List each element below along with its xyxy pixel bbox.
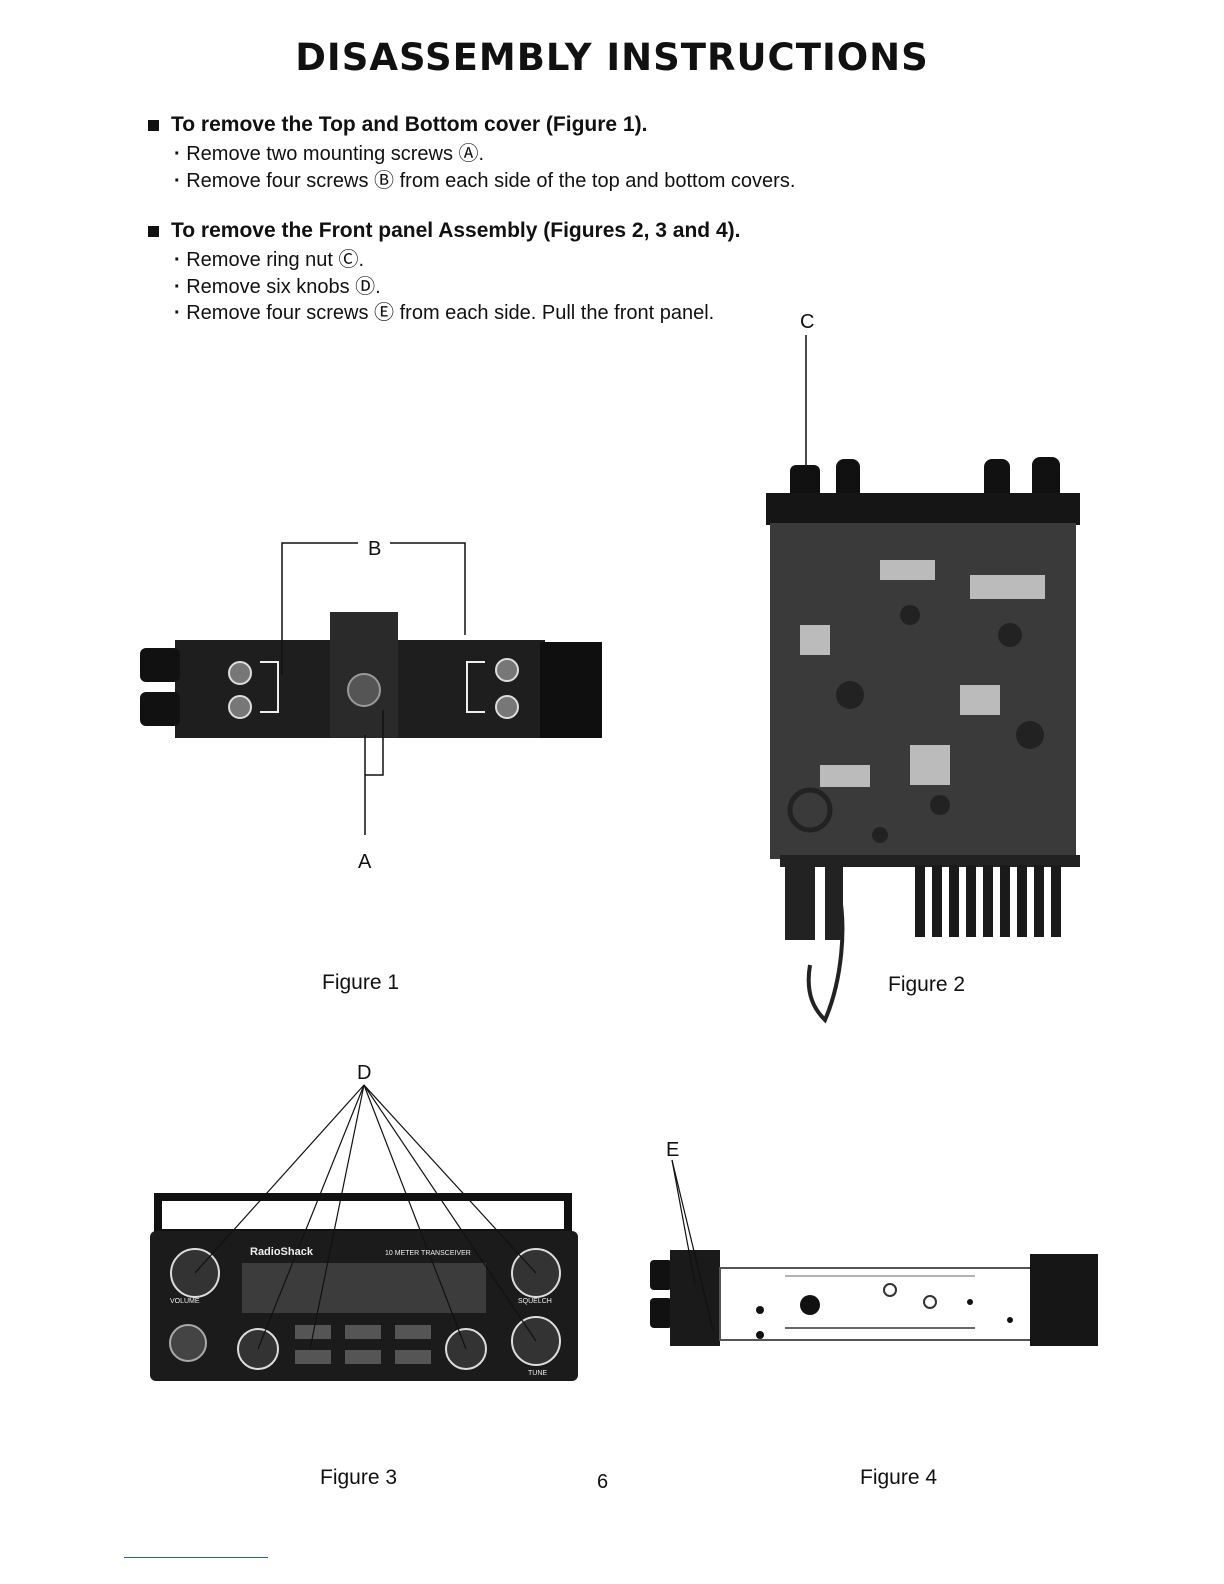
squelch-text: SQUELCH [518, 1298, 552, 1305]
figure-2-caption: Figure 2 [888, 973, 966, 996]
page-number: 6 [597, 1471, 609, 1493]
callout-label-b: B [368, 538, 382, 560]
figure-4-side-view [650, 1159, 1098, 1346]
step-item: Remove six knobs Ⓓ. [174, 274, 740, 301]
figure-2-circuit-board-view [766, 335, 1080, 1024]
step-item: Remove two mounting screws Ⓐ. [174, 141, 795, 168]
step-item: Remove four screws Ⓑ from each side of t… [174, 168, 795, 195]
section-heading: To remove the Top and Bottom cover (Figu… [171, 113, 648, 136]
figure-1-caption: Figure 1 [322, 971, 400, 994]
figure-3-caption: Figure 3 [320, 1466, 398, 1489]
brand-text: RadioShack [250, 1246, 314, 1258]
footer-rule [124, 1557, 268, 1558]
figure-1-side-view [140, 612, 602, 738]
square-bullet-icon [148, 119, 159, 131]
section-heading: To remove the Front panel Assembly (Figu… [171, 219, 741, 242]
figure-3-front-panel: RadioShack 10 METER TRANSCEIVER VOLUME S… [150, 1084, 578, 1381]
figure-4-caption: Figure 4 [860, 1466, 938, 1489]
callout-label-a: A [358, 851, 372, 873]
model-text: 10 METER TRANSCEIVER [385, 1250, 471, 1257]
page-title: DISASSEMBLY INSTRUCTIONS [295, 36, 929, 79]
step-list: Remove two mounting screws Ⓐ. Remove fou… [174, 141, 795, 194]
step-list: Remove ring nut Ⓒ. Remove six knobs Ⓓ. R… [174, 247, 740, 327]
step-item: Remove four screws Ⓔ from each side. Pul… [174, 300, 740, 327]
volume-text: VOLUME [170, 1298, 200, 1305]
section-top-bottom-cover: To remove the Top and Bottom cover (Figu… [148, 113, 795, 194]
tune-text: TUNE [528, 1370, 547, 1377]
figure-1-callout-lines [281, 542, 466, 835]
square-bullet-icon [148, 225, 159, 237]
callout-label-e: E [666, 1139, 680, 1161]
section-front-panel: To remove the Front panel Assembly (Figu… [148, 219, 740, 327]
callout-label-d: D [357, 1062, 372, 1084]
step-item: Remove ring nut Ⓒ. [174, 247, 740, 274]
callout-label-c: C [800, 311, 815, 333]
